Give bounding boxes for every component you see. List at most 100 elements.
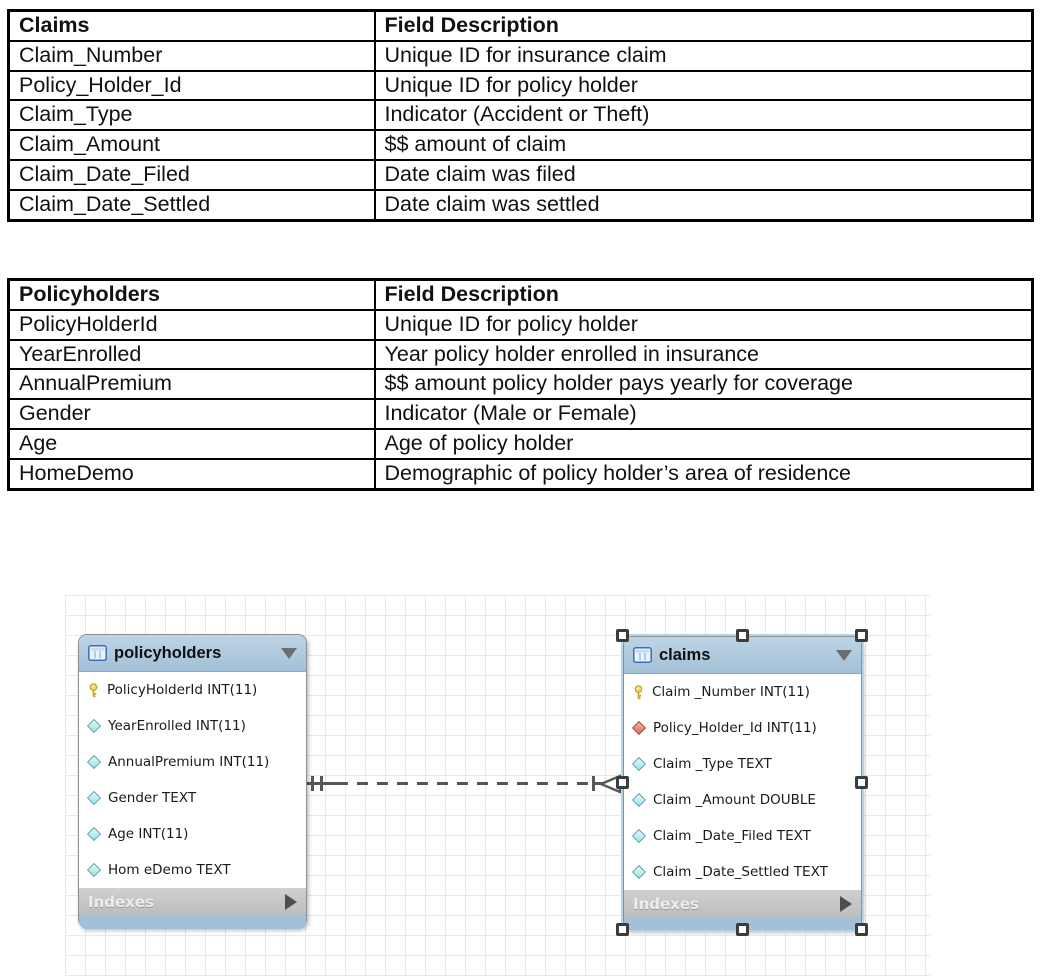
field-desc-cell: Indicator (Male or Female) [373,398,1034,430]
chevron-down-icon[interactable] [281,647,297,659]
column-icon [86,826,102,842]
entity-field-row[interactable]: Claim _Date_Settled TEXT [624,854,861,890]
field-name-cell: Claim_Amount [7,129,376,161]
indexes-bar[interactable]: Indexes [624,890,861,918]
column-icon [86,862,102,878]
field-desc-cell: Indicator (Accident or Theft) [373,99,1034,132]
column-icon [631,828,647,844]
field-desc-cell: Unique ID for policy holder [373,308,1034,341]
field-desc-cell: $$ amount policy holder pays yearly for … [373,368,1034,401]
entity-field-row[interactable]: Gender TEXT [79,780,306,816]
field-label: Age INT(11) [108,826,189,842]
column-icon [86,790,102,806]
field-desc-cell: Age of policy holder [373,427,1034,460]
column-header: Field Description [373,9,1034,42]
selection-handle[interactable] [736,923,749,936]
primary-key-icon [634,684,643,699]
column-icon [631,756,647,772]
field-label: Gender TEXT [108,790,197,806]
field-name-cell: AnnualPremium [7,368,376,401]
entity-field-row[interactable]: Age INT(11) [79,816,306,852]
field-name-cell: Claim_Number [7,39,376,72]
chevron-down-icon[interactable] [836,649,852,661]
field-label: PolicyHolderId INT(11) [107,682,258,698]
table-row: Claim_Date_Filed Date claim was filed [7,158,1034,191]
entity-title: policyholders [114,643,222,662]
field-name-cell: Claim_Type [7,99,376,132]
entity-field-row[interactable]: Claim _Amount DOUBLE [624,782,861,818]
cardinality-one-bar [320,776,323,791]
entity-claims-header[interactable]: claims [624,637,861,674]
selection-handle[interactable] [855,776,868,789]
entity-footer-strip [79,916,306,929]
field-name-cell: YearEnrolled [7,338,376,371]
field-desc-cell: Unique ID for policy holder [373,69,1034,102]
policyholders-spec-table: Policyholders Field Description PolicyHo… [7,278,1034,491]
table-row: PolicyHolderId Unique ID for policy hold… [7,308,1034,341]
table-row: YearEnrolled Year policy holder enrolled… [7,338,1034,371]
table-row: Claim_Number Unique ID for insurance cla… [7,39,1034,72]
field-name-cell: Claim_Date_Settled [7,188,376,222]
field-label: Claim _Number INT(11) [652,684,810,700]
entity-policyholders[interactable]: policyholders PolicyHolderId INT(11) Yea… [78,634,307,929]
table-row: HomeDemo Demographic of policy holder’s … [7,457,1034,491]
column-icon [86,754,102,770]
entity-field-row[interactable]: Hom eDemo TEXT [79,852,306,888]
selection-handle[interactable] [855,629,868,642]
field-name-cell: Claim_Date_Filed [7,158,376,191]
entity-field-row[interactable]: AnnualPremium INT(11) [79,744,306,780]
indexes-bar[interactable]: Indexes [79,888,306,916]
table-icon [633,647,652,663]
expand-arrow-icon[interactable] [285,894,297,910]
expand-arrow-icon[interactable] [840,896,852,912]
column-header: Field Description [373,278,1034,311]
column-header: Policyholders [7,278,376,311]
primary-key-icon [89,682,98,697]
column-icon [631,864,647,880]
field-label: AnnualPremium INT(11) [108,754,270,770]
field-desc-cell: Unique ID for insurance claim [373,39,1034,72]
table-header-row: Policyholders Field Description [7,278,1034,311]
cardinality-many-bar [592,776,595,791]
indexes-label: Indexes [88,893,154,911]
field-desc-cell: $$ amount of claim [373,129,1034,161]
selection-handle[interactable] [616,629,629,642]
field-desc-cell: Date claim was settled [373,188,1034,222]
field-label: Claim _Type TEXT [653,756,772,772]
entity-policyholders-header[interactable]: policyholders [79,635,306,672]
selection-handle[interactable] [736,629,749,642]
entity-field-row[interactable]: PolicyHolderId INT(11) [79,672,306,708]
relationship-dashed-line[interactable] [337,782,593,785]
foreign-key-icon [631,720,647,736]
field-name-cell: Policy_Holder_Id [7,69,376,102]
cardinality-one-bar [311,776,314,791]
eer-diagram-canvas[interactable]: policyholders PolicyHolderId INT(11) Yea… [65,595,930,976]
field-name-cell: Age [7,427,376,460]
entity-field-row[interactable]: Claim _Date_Filed TEXT [624,818,861,854]
claims-spec-table: Claims Field Description Claim_Number Un… [7,9,1034,222]
selection-handle[interactable] [855,923,868,936]
field-label: Claim _Amount DOUBLE [653,792,816,808]
table-row: Gender Indicator (Male or Female) [7,398,1034,430]
column-icon [631,792,647,808]
field-label: Hom eDemo TEXT [108,862,231,878]
entity-field-row[interactable]: Policy_Holder_Id INT(11) [624,710,861,746]
field-label: Claim _Date_Settled TEXT [653,864,828,880]
entity-field-row[interactable]: YearEnrolled INT(11) [79,708,306,744]
field-name-cell: HomeDemo [7,457,376,491]
selection-handle[interactable] [616,923,629,936]
column-icon [86,718,102,734]
entity-field-row[interactable]: Claim _Type TEXT [624,746,861,782]
entity-field-row[interactable]: Claim _Number INT(11) [624,674,861,710]
entity-claims[interactable]: claims Claim _Number INT(11) Policy_Hold… [621,634,864,932]
column-header: Claims [7,9,376,42]
selection-handle[interactable] [616,776,629,789]
field-name-cell: PolicyHolderId [7,308,376,341]
field-name-cell: Gender [7,398,376,430]
table-header-row: Claims Field Description [7,9,1034,42]
field-label: Claim _Date_Filed TEXT [653,828,811,844]
field-label: YearEnrolled INT(11) [108,718,246,734]
table-row: Age Age of policy holder [7,427,1034,460]
entity-title: claims [659,645,711,664]
indexes-label: Indexes [633,895,699,913]
